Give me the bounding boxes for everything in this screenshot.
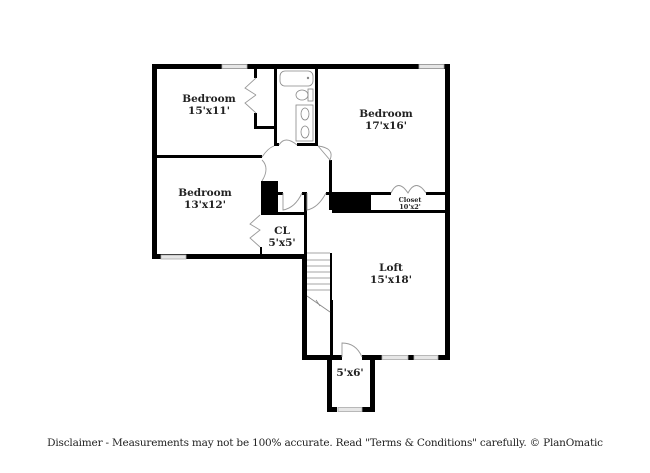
window-bedroom1 xyxy=(221,64,248,69)
room-label-closet: Closet 10'x2' xyxy=(398,196,422,212)
toilet-icon xyxy=(295,89,309,101)
window-small-room xyxy=(337,407,363,412)
disclaimer-text: Disclaimer - Measurements may not be 100… xyxy=(47,437,603,449)
staircase-icon xyxy=(306,252,331,313)
window-bedroom2 xyxy=(418,64,445,69)
room-label-loft: Loft 15'x18' xyxy=(370,262,412,286)
room-label-bedroom-2: Bedroom 17'x16' xyxy=(359,108,413,132)
fixtures xyxy=(279,70,331,313)
bathtub-icon xyxy=(279,70,314,87)
window-loft-1 xyxy=(381,355,409,360)
window-bedroom3 xyxy=(160,254,187,260)
window-loft-2 xyxy=(413,355,439,360)
room-label-bedroom-1: Bedroom 15'x11' xyxy=(182,93,236,117)
room-label-bedroom-3: Bedroom 13'x12' xyxy=(178,187,232,211)
room-label-cl: CL 5'x5' xyxy=(268,225,296,249)
interior-walls xyxy=(152,64,450,356)
room-label-small-room: 5'x6' xyxy=(336,367,364,379)
sink-icon xyxy=(295,104,314,142)
windows xyxy=(160,64,445,412)
doors xyxy=(244,77,427,358)
